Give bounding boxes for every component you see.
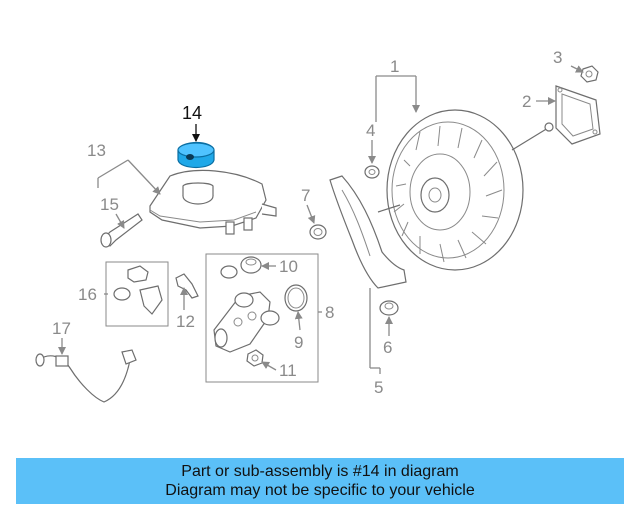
callout-13: 13 [87,141,106,160]
callout-5: 5 [374,378,383,397]
callout-9: 9 [294,333,303,352]
callout-12: 12 [176,312,195,331]
fluid-reservoir-part[interactable] [149,169,277,235]
callout-8: 8 [325,303,334,322]
banner-line-1: Part or sub-assembly is #14 in diagram [181,463,459,480]
sensor-part-16[interactable] [113,265,163,315]
callout-17: 17 [52,319,71,338]
callout-16: 16 [78,285,97,304]
callout-11: 11 [279,361,297,380]
parts-diagram: 1 2 3 4 5 6 7 8 9 10 11 12 13 14 15 16 1… [35,48,601,403]
heat-shield-part[interactable] [329,175,407,289]
callout-10: 10 [279,257,298,276]
fitting-part-12[interactable] [175,273,199,299]
nut-part-11[interactable] [246,349,264,367]
banner-line-2: Diagram may not be specific to your vehi… [165,482,475,499]
callout-6: 6 [383,338,392,357]
callout-1: 1 [390,57,399,76]
master-cylinder-part[interactable] [213,291,280,353]
nut-part-3[interactable] [580,65,599,83]
brake-booster-part[interactable] [377,109,554,271]
callout-4: 4 [366,121,375,140]
callout-14: 14 [182,103,202,123]
callout-15: 15 [100,195,119,214]
grommet-part-4[interactable] [364,165,380,179]
reservoir-cap-part-highlighted[interactable] [177,141,215,169]
booster-gasket-part[interactable] [555,85,601,145]
wire-harness-part[interactable] [35,349,137,403]
callout-7: 7 [301,186,310,205]
leader-lines [58,65,584,374]
callout-3: 3 [553,48,562,67]
reservoir-grommet-part[interactable] [220,256,262,279]
callout-2: 2 [522,92,531,111]
grommet-part-6[interactable] [379,300,399,316]
o-ring-part[interactable] [284,284,308,312]
info-banner: Part or sub-assembly is #14 in diagram D… [16,458,624,504]
seal-part-7[interactable] [309,224,327,240]
hose-part[interactable] [100,213,143,248]
